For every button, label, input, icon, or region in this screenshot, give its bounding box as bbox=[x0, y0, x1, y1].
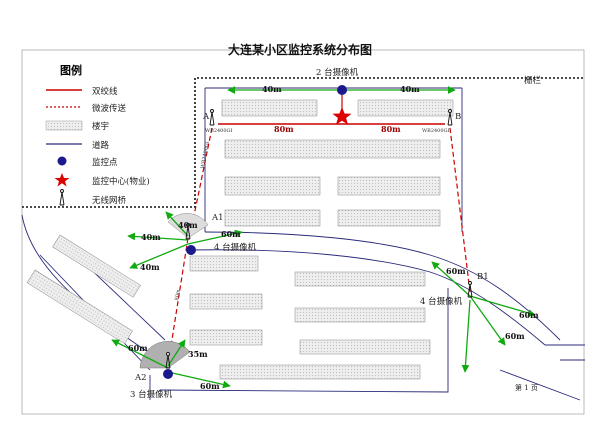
fence-line bbox=[22, 77, 585, 208]
legend-label-monitor-point: 监控点 bbox=[92, 158, 118, 168]
point-top-icon bbox=[337, 85, 347, 95]
legend-label-twisted-pair: 双绞线 bbox=[92, 87, 118, 97]
distance-b1-top: 60m bbox=[446, 266, 466, 276]
distance-center-left: 80m bbox=[274, 124, 294, 134]
legend-label-road: 道路 bbox=[92, 141, 110, 151]
distance-a1-right: 60m bbox=[221, 229, 241, 239]
label-point-a2: A2 bbox=[135, 373, 147, 383]
label-point-b: B bbox=[455, 112, 462, 122]
label-a2-cameras: 3 台摄像机 bbox=[130, 390, 173, 400]
label-bridge-a: WB2400GI bbox=[205, 128, 233, 134]
legend-symbols bbox=[45, 89, 83, 206]
wireless-bridges bbox=[165, 109, 473, 369]
label-point-a1: A1 bbox=[212, 213, 224, 223]
monitoring-center-star-icon bbox=[332, 107, 352, 125]
bridge-a1-icon bbox=[185, 223, 191, 240]
label-bridge-b: WB2400GI bbox=[422, 128, 450, 134]
distance-a2-left: 60m bbox=[128, 343, 148, 353]
distance-a2-right: 60m bbox=[200, 381, 220, 391]
bridge-b1-icon bbox=[467, 281, 473, 298]
point-a1-icon bbox=[186, 245, 196, 255]
distance-b1-right: 60m bbox=[519, 310, 539, 320]
page-number: 第 1 页 bbox=[515, 384, 538, 392]
distance-top-left: 40m bbox=[262, 84, 282, 94]
legend-heading: 图例 bbox=[60, 64, 82, 77]
distance-center-right: 80m bbox=[381, 124, 401, 134]
legend-label-microwave: 微波传送 bbox=[92, 104, 127, 114]
label-point-b1: B1 bbox=[477, 272, 489, 282]
label-fence: 栅栏 bbox=[524, 76, 542, 86]
buildings bbox=[26, 99, 454, 380]
label-point-a: A bbox=[203, 112, 210, 122]
label-b1-cameras: 4 台摄像机 bbox=[420, 297, 463, 307]
distance-top-right: 40m bbox=[400, 84, 420, 94]
distance-a1-left-low: 40m bbox=[140, 262, 160, 272]
distance-b1-bottom: 60m bbox=[505, 331, 525, 341]
monitoring-points bbox=[163, 85, 347, 379]
distance-a2-up: 35m bbox=[188, 349, 208, 359]
label-top-cameras: 2 台摄像机 bbox=[316, 68, 359, 78]
map-frame bbox=[21, 49, 585, 415]
legend-label-monitor-center: 监控中心(物业) bbox=[92, 177, 150, 187]
distance-a1-up: 40m bbox=[178, 220, 198, 230]
a2-coverage bbox=[139, 341, 191, 369]
bridge-a2-icon bbox=[165, 352, 171, 369]
point-a2-icon bbox=[163, 369, 173, 379]
distance-a1-left: 40m bbox=[141, 232, 161, 242]
label-a1-cameras: 4 台摄像机 bbox=[214, 243, 257, 253]
page-title: 大连某小区监控系统分布图 bbox=[227, 43, 372, 57]
bridge-a-icon bbox=[209, 109, 215, 126]
legend-label-wireless-bridge: 无线网桥 bbox=[92, 196, 127, 206]
legend-label-building: 楼宇 bbox=[92, 122, 110, 132]
bridge-b-icon bbox=[447, 109, 453, 126]
coverage-arrows bbox=[111, 86, 536, 389]
